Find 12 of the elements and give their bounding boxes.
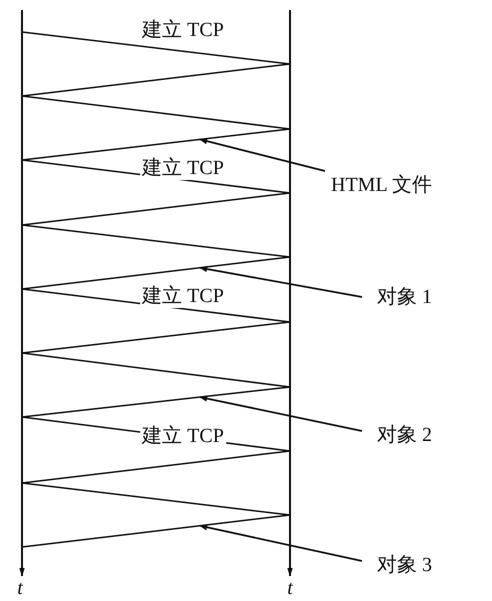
leader-line: [199, 395, 362, 432]
phase-label: 建立 TCP: [140, 156, 226, 180]
callout-label: HTML 文件: [329, 173, 434, 197]
message-line: [22, 514, 290, 548]
message-line: [22, 386, 290, 418]
leader-line: [199, 138, 326, 172]
phase-label: 建立 TCP: [140, 284, 226, 308]
callout-label: 对象 2: [375, 423, 434, 447]
leader-line: [199, 524, 362, 562]
callout-label: 对象 1: [375, 285, 434, 309]
leader-line: [199, 266, 362, 298]
callout-label: 对象 3: [375, 553, 434, 577]
